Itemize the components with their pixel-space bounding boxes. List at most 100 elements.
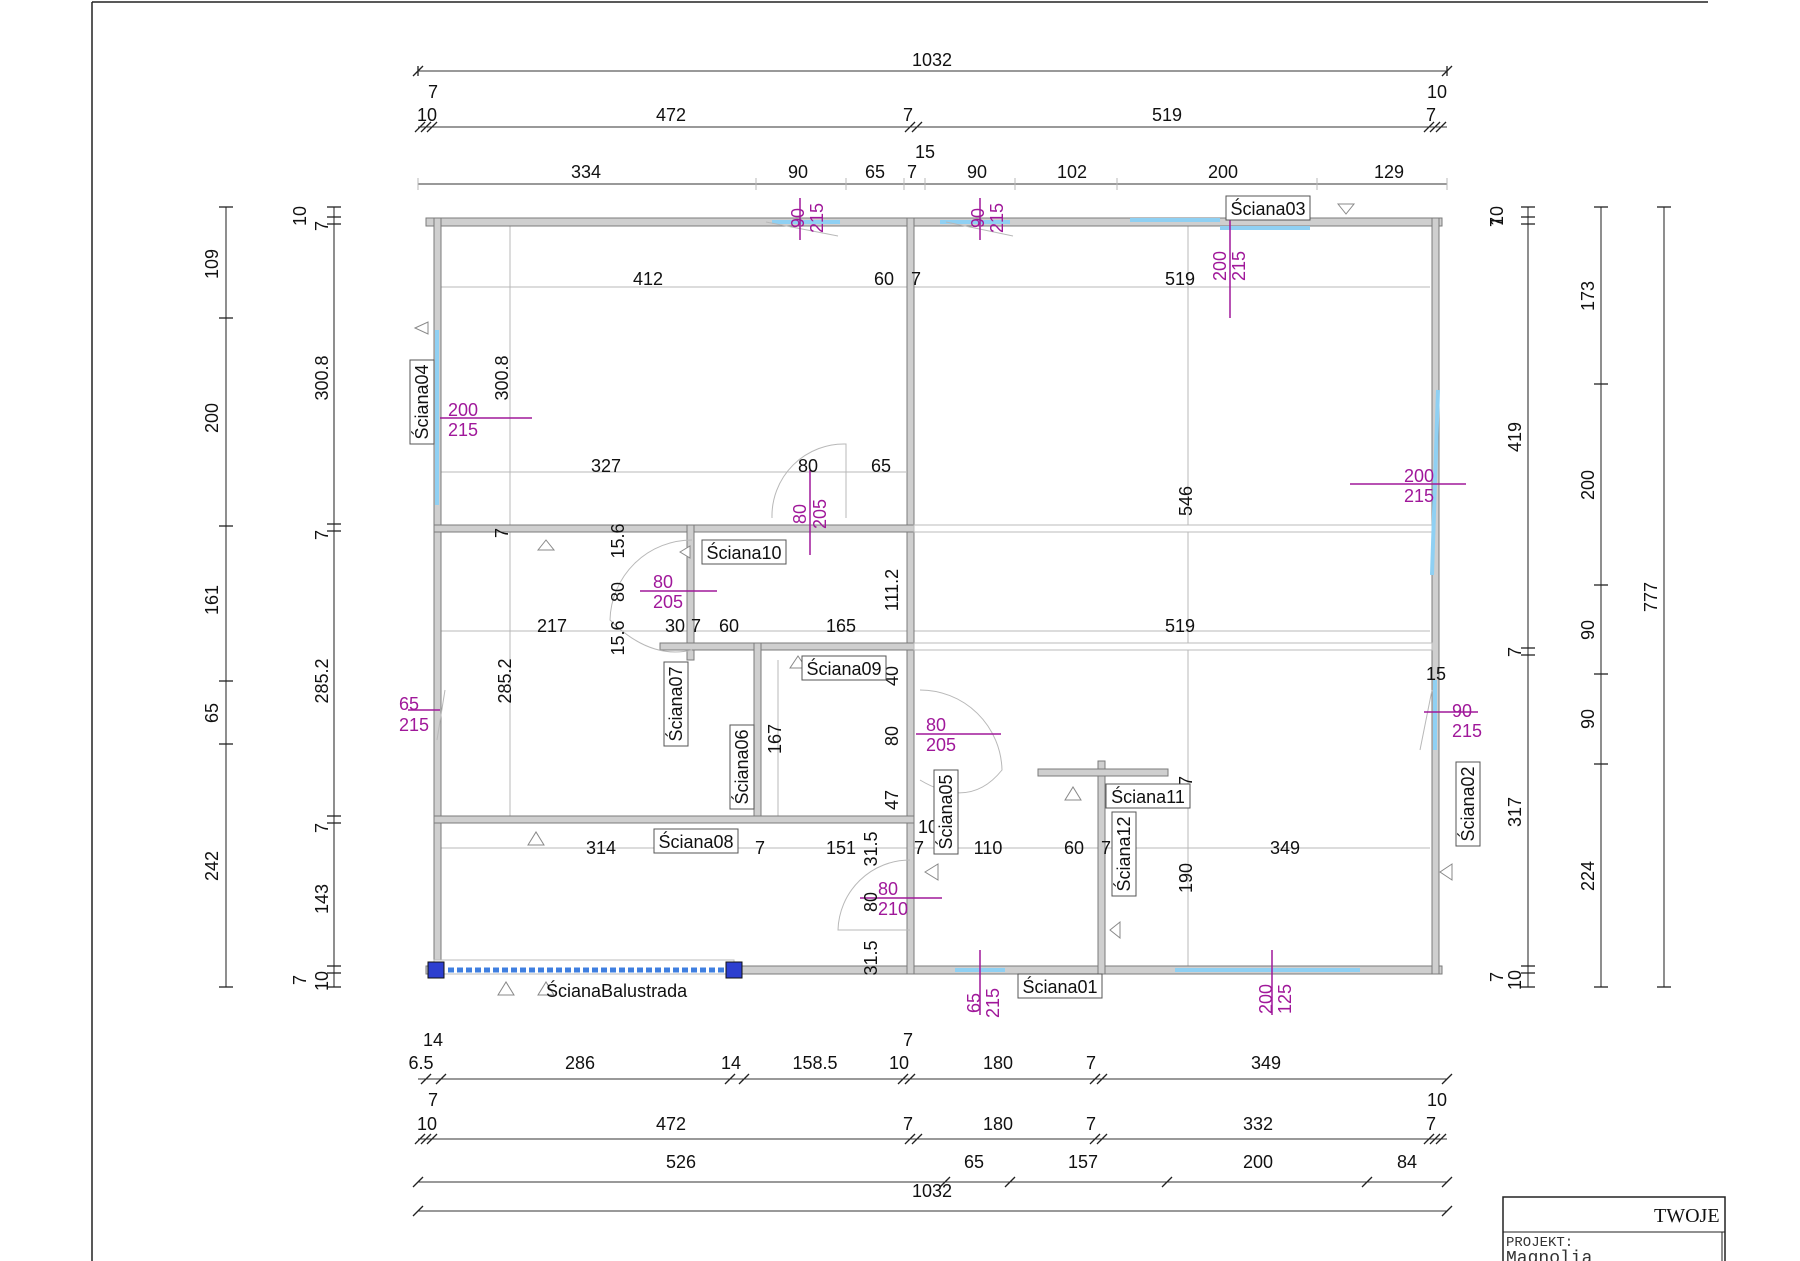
opening-4-height: 215 [448, 420, 478, 440]
wall-sciana09 [659, 642, 915, 651]
dim-int-9: 546 [1176, 486, 1196, 516]
dim-bot-r2-f: 7 [1086, 1114, 1096, 1134]
interior-dimension-lines [436, 224, 1430, 966]
wall-open-right [913, 642, 1433, 651]
dim-top-r2-e: 15 [915, 142, 935, 162]
opening-markers: 90 215 90 215 200 215 200 215 80 205 200… [399, 198, 1482, 1018]
dim-bot-r1-d: 14 [721, 1053, 741, 1073]
dim-right-outer-b: 200 [1578, 470, 1598, 500]
dim-bot-r3-b: 65 [964, 1152, 984, 1172]
opening-11-width: 80 [878, 879, 898, 899]
dim-bot-r2-h: 10 [1427, 1090, 1447, 1110]
dim-top-r2-h: 200 [1208, 162, 1238, 182]
opening-8-height: 215 [399, 715, 429, 735]
dim-int-5: 300.8 [492, 355, 512, 400]
dim-int-21: 285.2 [495, 658, 515, 703]
dim-int-10: 7 [492, 528, 512, 538]
dim-int-39: 7 [1176, 776, 1196, 786]
dim-right-inner-b: 7 [1487, 217, 1507, 227]
dim-bot-r1-f: 7 [903, 1030, 913, 1050]
wall-label-sciana02: Ściana02 [1457, 766, 1478, 841]
opening-12-width: 65 [964, 993, 984, 1013]
dim-top-r2-i: 129 [1374, 162, 1404, 182]
wall-labels: Ściana01 Ściana02 Ściana03 Ściana04 Ścia… [409, 195, 1481, 1001]
dim-left-inner-e: 285.2 [312, 658, 332, 703]
balustrade-post-left [427, 961, 445, 979]
opening-12-height: 215 [983, 988, 1003, 1018]
dim-top-r2-b: 90 [788, 162, 808, 182]
dim-int-36: 80 [861, 892, 881, 912]
opening-5-width: 80 [790, 504, 810, 524]
dim-int-7: 80 [798, 456, 818, 476]
dim-top-r1-a: 7 [428, 82, 438, 102]
dim-bot-r3-d: 200 [1243, 1152, 1273, 1172]
title-block-label: PROJEKT: [1506, 1235, 1573, 1251]
wall-label-sciana06: Ściana06 [731, 729, 752, 804]
dim-right-inner-f: 7 [1487, 972, 1507, 982]
wall-label-sciana07: Ściana07 [665, 666, 686, 741]
opening-11-height: 210 [878, 899, 908, 919]
opening-2-width: 90 [968, 208, 988, 228]
dim-int-1: 412 [633, 269, 663, 289]
dim-int-33: 60 [1064, 838, 1084, 858]
dim-bot-r1-b: 6.5 [408, 1053, 433, 1073]
opening-1-height: 215 [807, 203, 827, 233]
dim-left-inner-i: 10 [312, 971, 332, 991]
dim-int-30: 31.5 [861, 831, 881, 866]
dim-int-28: 7 [755, 838, 765, 858]
opening-7-width: 80 [653, 572, 673, 592]
opening-9-width: 80 [926, 715, 946, 735]
dim-right-inner-g: 10 [1505, 970, 1525, 990]
opening-3-width: 200 [1210, 251, 1230, 281]
dim-top-r2-a: 334 [571, 162, 601, 182]
dim-bot-r2-g: 332 [1243, 1114, 1273, 1134]
dim-bot-r2-i: 7 [1426, 1114, 1436, 1134]
wall-label-sciana03: Ściana03 [1230, 198, 1305, 219]
windows-layer [435, 218, 1440, 972]
opening-5-height: 205 [810, 499, 830, 529]
dim-bot-r2-b: 10 [417, 1114, 437, 1134]
dim-int-25: 47 [882, 790, 902, 810]
dim-int-17: 7 [691, 616, 701, 636]
dim-bot-r1-h: 180 [983, 1053, 1013, 1073]
dim-right-outer-c: 90 [1578, 620, 1598, 640]
title-block-company: TWOJE [1654, 1205, 1720, 1227]
dim-top-r1-d: 7 [903, 105, 913, 125]
opening-10-height: 215 [1452, 721, 1482, 741]
dim-int-37: 31.5 [861, 940, 881, 975]
dim-int-19: 165 [826, 616, 856, 636]
dim-bot-r1-e: 158.5 [792, 1053, 837, 1073]
wall-label-sciana10: Ściana10 [706, 542, 781, 563]
dim-top-r1-g: 7 [1426, 105, 1436, 125]
dim-int-29: 151 [826, 838, 856, 858]
dim-int-38: 190 [1176, 863, 1196, 893]
dim-left-outer-c: 161 [202, 585, 222, 615]
dim-left-inner-b: 7 [312, 221, 332, 231]
dim-right-outer-e: 224 [1578, 861, 1598, 891]
opening-1-width: 90 [788, 208, 808, 228]
dim-top-r2-c: 65 [865, 162, 885, 182]
wall-right [1431, 217, 1440, 975]
dim-int-2: 60 [874, 269, 894, 289]
dim-int-32: 110 [974, 838, 1003, 858]
wall-middle-vertical [906, 217, 915, 975]
wall-sciana06 [753, 642, 762, 824]
dim-left-inner-a: 10 [290, 206, 310, 226]
dim-int-24: 80 [882, 726, 902, 746]
dim-left-outer-e: 242 [202, 851, 222, 881]
walls-layer [425, 217, 1443, 975]
dim-left-inner-g: 143 [312, 884, 332, 914]
wall-label-sciana01: Ściana01 [1022, 976, 1097, 997]
dim-int-20: 519 [1165, 616, 1195, 636]
opening-6-height: 215 [1404, 486, 1434, 506]
wall-sciana07 [686, 524, 695, 661]
dim-int-12: 80 [608, 582, 628, 602]
dim-int-27: 314 [586, 838, 616, 858]
top-dimension-chains: 1032 7 10 472 7 519 10 7 334 90 65 7 15 … [412, 50, 1453, 190]
dim-bot-overall: 1032 [912, 1181, 952, 1201]
dim-right-outer-a: 173 [1578, 281, 1598, 311]
dim-int-6: 327 [591, 456, 621, 476]
wall-label-sciana11: Ściana11 [1111, 786, 1185, 807]
dim-int-31: 7 [914, 838, 924, 858]
